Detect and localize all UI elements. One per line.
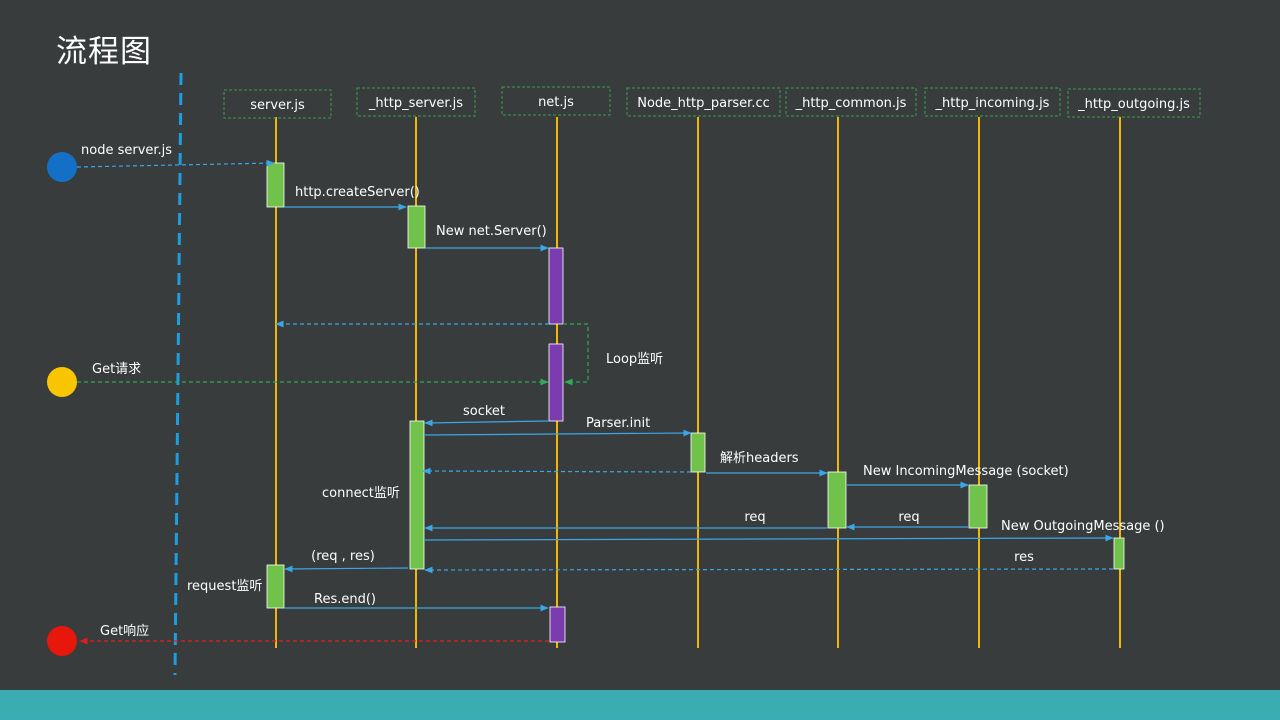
participant-box-http_server xyxy=(356,87,476,117)
participant-box-incoming xyxy=(924,87,1061,117)
message-label-12: req xyxy=(744,510,765,525)
message-label-loop: Loop监听 xyxy=(606,352,663,367)
message-arrow-15 xyxy=(284,565,409,573)
participant-label-incoming: _http_incoming.js xyxy=(935,96,1050,111)
message-label-15: (req , res) xyxy=(311,549,375,564)
activation-net-10 xyxy=(549,606,566,643)
participant-label-common: _http_common.js xyxy=(795,96,907,111)
message-label-6: socket xyxy=(463,404,505,419)
activation-parser-5 xyxy=(690,432,706,473)
message-label-7: Parser.init xyxy=(586,416,650,431)
activation-common-6 xyxy=(827,471,847,529)
message-label-9: 解析headers xyxy=(720,451,799,466)
participant-label-outgoing: _http_outgoing.js xyxy=(1077,97,1190,112)
footer-bar xyxy=(0,690,1280,720)
activation-http_server-4 xyxy=(409,420,425,570)
message-arrow-0 xyxy=(76,159,275,168)
message-arrow-7 xyxy=(423,429,692,437)
message-arrow-loop xyxy=(563,323,589,386)
page-title: 流程图 xyxy=(56,34,152,70)
participant-box-net xyxy=(501,86,611,116)
activation-net-3 xyxy=(548,343,564,422)
actor-get-icon xyxy=(47,367,77,397)
message-arrow-8 xyxy=(422,467,692,475)
message-label-17: Get响应 xyxy=(100,623,149,639)
divider-line xyxy=(173,72,183,676)
message-arrow-13 xyxy=(423,534,1114,542)
note-label-server: request监听 xyxy=(187,579,262,594)
message-label-10: New IncomingMessage (socket) xyxy=(863,464,1069,479)
message-arrow-6 xyxy=(424,419,550,427)
participant-label-parser: Node_http_parser.cc xyxy=(637,96,770,111)
participant-label-net: net.js xyxy=(538,95,574,110)
participant-box-parser xyxy=(626,87,781,117)
participant-label-http_server: _http_server.js xyxy=(368,96,463,111)
activation-http_server-1 xyxy=(407,205,426,249)
message-label-16: Res.end() xyxy=(314,592,376,607)
message-label-2: New net.Server() xyxy=(436,224,547,239)
message-label-13: New OutgoingMessage () xyxy=(1001,519,1165,534)
message-label-11: req xyxy=(898,510,919,525)
message-label-0: node server.js xyxy=(81,143,172,158)
participant-box-common xyxy=(785,87,917,117)
message-label-5: Get请求 xyxy=(92,362,141,377)
note-label-http_server: connect监听 xyxy=(322,486,400,501)
participant-label-server: server.js xyxy=(250,98,305,113)
activation-incoming-7 xyxy=(968,484,988,529)
activation-net-2 xyxy=(548,247,564,325)
message-label-14: res xyxy=(1014,550,1034,565)
activation-server-9 xyxy=(266,564,285,609)
participant-box-outgoing xyxy=(1067,88,1201,118)
actor-end-icon xyxy=(47,626,77,656)
message-label-1: http.createServer() xyxy=(295,185,420,200)
diagram-canvas: server.js _http_server.js net.js Node_http_… xyxy=(47,72,1201,676)
activation-outgoing-8 xyxy=(1113,537,1125,570)
message-arrow-14 xyxy=(424,566,1114,574)
actor-start-icon xyxy=(47,152,77,182)
activation-server-0 xyxy=(266,162,285,208)
participant-box-server xyxy=(223,89,332,119)
